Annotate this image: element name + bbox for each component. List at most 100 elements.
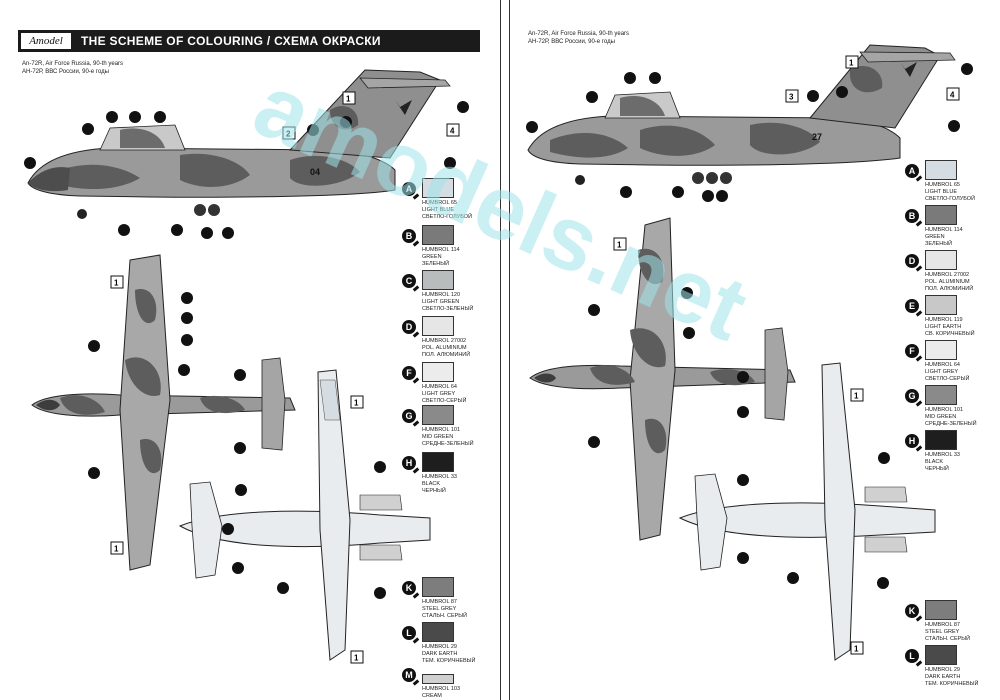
underside-view-left — [178, 369, 431, 661]
color-swatch — [925, 160, 957, 180]
aircraft-caption-en: An-72R, Air Force Russia, 90-th years — [528, 31, 630, 37]
svg-text:1: 1 — [617, 241, 622, 250]
color-swatch — [422, 674, 454, 684]
legend-name-ru: ЗЕЛЕНЫЙ — [422, 261, 450, 267]
legend-letter: K — [905, 604, 919, 618]
legend-name-ru: ТЕМ. КОРИЧНЕВЫЙ — [925, 681, 979, 687]
legend-name-ru: СВЕТЛО-ГОЛУБОЙ — [422, 214, 473, 220]
color-swatch — [925, 295, 957, 315]
aircraft-caption: An-72R, Air Force Russia, 90-th years АН… — [528, 30, 629, 46]
legend-name-en: CREAM — [422, 693, 442, 699]
legend-letter: K — [402, 581, 416, 595]
legend-code: HUMBROL 33 — [925, 452, 960, 458]
color-swatch — [422, 316, 454, 336]
legend-letter: F — [905, 344, 919, 358]
svg-text:1: 1 — [114, 545, 119, 554]
color-letter-markers-right — [526, 63, 973, 589]
legend-name-en: LIGHT EARTH — [925, 324, 962, 330]
legend-code: HUMBROL 65 — [925, 182, 960, 188]
color-swatch — [422, 178, 454, 198]
svg-text:1: 1 — [354, 399, 359, 408]
color-swatch — [422, 577, 454, 597]
legend-name-en: POL. ALUMINIUM — [422, 345, 467, 351]
legend-letter: L — [402, 626, 416, 640]
legend-letter: B — [402, 229, 416, 243]
color-swatch — [925, 645, 957, 665]
legend-letter: D — [905, 254, 919, 268]
legend-letter: F — [402, 366, 416, 380]
legend-letter: H — [905, 434, 919, 448]
legend-code: HUMBROL 27002 — [925, 272, 970, 278]
side-profile-right: 27 — [527, 44, 956, 185]
legend-name-ru: СВЕТЛО-СЕРЫЙ — [422, 398, 467, 404]
legend-code: HUMBROL 103 — [422, 686, 461, 692]
aircraft-caption-en: An-72R, Air Force Russia, 90-th years — [22, 61, 124, 67]
svg-text:1: 1 — [854, 645, 859, 654]
svg-text:3: 3 — [789, 93, 794, 102]
legend-name-ru: СРЕДНЕ-ЗЕЛЕНЫЙ — [422, 441, 474, 447]
legend-letter: L — [905, 649, 919, 663]
svg-text:4: 4 — [450, 127, 455, 136]
callout-markers-left: 1 2 4 1 1 1 1 — [110, 91, 460, 664]
header-bar: Amodel THE SCHEME OF COLOURING / СХЕМА О… — [18, 30, 480, 52]
legend-name-en: BLACK — [925, 459, 944, 465]
top-view-right — [529, 217, 796, 541]
legend-code: HUMBROL 65 — [422, 200, 457, 206]
legend-letter: C — [402, 274, 416, 288]
legend-code: HUMBROL 87 — [925, 622, 960, 628]
color-swatch — [925, 430, 957, 450]
legend-name-en: GREEN — [422, 254, 442, 260]
legend-name-ru: СТАЛЬН. СЕРЫЙ — [422, 613, 468, 619]
legend-name-en: MID GREEN — [925, 414, 957, 420]
legend-name-ru: ПОЛ. АЛЮМИНИЙ — [925, 286, 974, 292]
legend-code: HUMBROL 64 — [422, 384, 457, 390]
legend-name-en: LIGHT GREY — [422, 391, 456, 397]
legend-name-en: DARK EARTH — [925, 674, 961, 680]
legend-code: HUMBROL 114 — [422, 247, 460, 253]
color-swatch — [925, 600, 957, 620]
color-swatch — [422, 270, 454, 290]
legend-letter: H — [402, 456, 416, 470]
svg-text:1: 1 — [849, 59, 854, 68]
legend-name-en: MID GREEN — [422, 434, 454, 440]
side-number-left: 04 — [310, 167, 320, 177]
legend-name-ru: ТЕМ. КОРИЧНЕВЫЙ — [422, 658, 476, 664]
legend-name-ru: СВ. КОРИЧНЕВЫЙ — [925, 331, 975, 337]
svg-text:4: 4 — [950, 91, 955, 100]
color-swatch — [925, 340, 957, 360]
legend-letter: G — [402, 409, 416, 423]
right-aircraft-drawings: 27 1 3 4 — [526, 44, 973, 661]
legend-name-ru: ЗЕЛЕНЫЙ — [925, 241, 953, 247]
legend-name-ru: ЧЕРНЫЙ — [925, 466, 949, 472]
svg-text:2: 2 — [286, 130, 291, 139]
legend-name-ru: СВЕТЛО-ГОЛУБОЙ — [925, 196, 976, 202]
legend-letter: M — [402, 668, 416, 682]
svg-text:1: 1 — [854, 392, 859, 401]
legend-name-en: DARK EARTH — [422, 651, 458, 657]
legend-letter: D — [402, 320, 416, 334]
callout-markers-right: 1 3 4 1 1 1 — [613, 55, 960, 655]
top-view-left — [31, 254, 296, 571]
legend-name-en: POL. ALUMINIUM — [925, 279, 970, 285]
side-profile-left: 04 — [27, 69, 451, 219]
legend-name-ru: ПОЛ. АЛЮМИНИЙ — [422, 352, 471, 358]
legend-name-en: BLACK — [422, 481, 441, 487]
legend-code: HUMBROL 27002 — [422, 338, 467, 344]
legend-name-en: STEEL GREY — [925, 629, 960, 635]
page-binding-divider — [500, 0, 510, 700]
legend-name-en: LIGHT BLUE — [422, 207, 454, 213]
legend-name-ru: СРЕДНЕ-ЗЕЛЕНЫЙ — [925, 421, 977, 427]
legend-name-ru: ЧЕРНЫЙ — [422, 488, 446, 494]
